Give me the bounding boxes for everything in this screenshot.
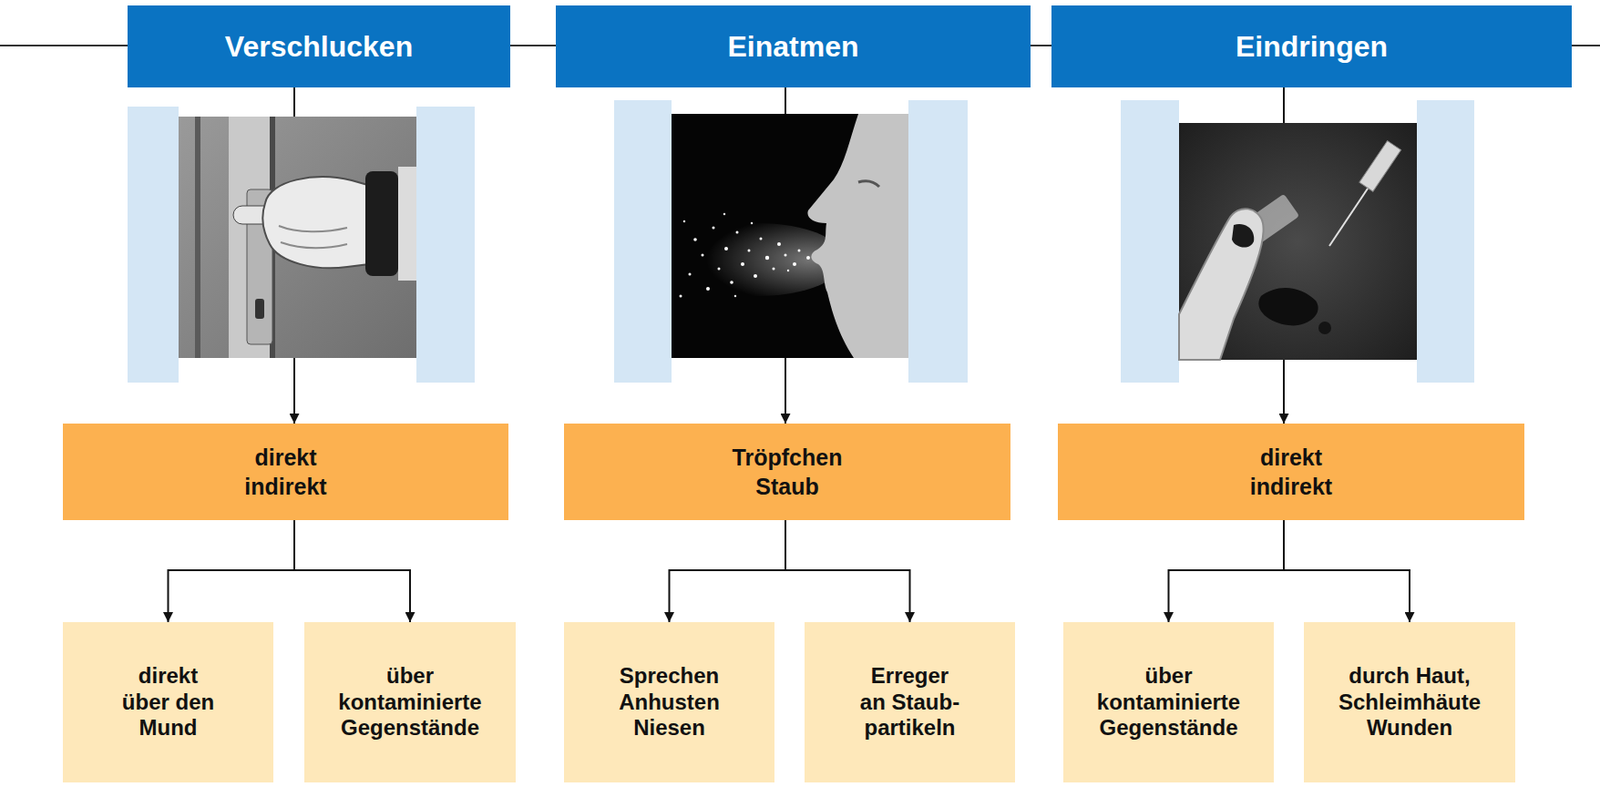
droplet [679, 295, 683, 298]
connector-arrow [1283, 520, 1410, 623]
droplet [729, 280, 734, 285]
droplet [748, 249, 751, 253]
side-band [127, 106, 179, 383]
photo-ground [178, 116, 417, 359]
droplet [717, 267, 721, 271]
droplet [792, 262, 797, 267]
sneeze-photo [671, 113, 909, 359]
category-header: Einatmen [555, 5, 1031, 88]
node-text: Sprechen Anhusten Niesen [612, 663, 727, 742]
mode-box: TröpfchenStaub [564, 423, 1011, 521]
blood-spot [1258, 287, 1318, 326]
arm [398, 166, 417, 281]
door-edge [194, 116, 201, 359]
door-handle-photo [178, 116, 417, 359]
mode-box: direktindirekt [1057, 423, 1525, 521]
droplet [724, 246, 729, 251]
syringe-barrel [1359, 141, 1402, 193]
side-band [1416, 100, 1475, 383]
droplet [701, 254, 705, 257]
side-band [1120, 100, 1180, 383]
photo-ground [671, 113, 909, 359]
node-text: direkt [1260, 442, 1323, 473]
connector-arrow [1169, 520, 1285, 623]
mode-box: direktindirekt [62, 423, 509, 521]
node-text: Verschlucken [225, 29, 413, 64]
blood-on-finger [1231, 224, 1254, 248]
droplet [798, 249, 801, 253]
eye [858, 181, 880, 187]
route-box: Sprechen Anhusten Niesen [564, 622, 775, 783]
route-box: direkt über den Mund [62, 622, 274, 783]
finger [1179, 208, 1264, 360]
droplets [679, 213, 811, 298]
route-box: über kontaminierte Gegenstände [304, 622, 516, 783]
category-header: Verschlucken [127, 5, 511, 88]
droplet [806, 256, 811, 260]
node-text: indirekt [244, 471, 327, 503]
side-band [614, 100, 672, 383]
face-profile [807, 113, 909, 359]
photo-ground [1179, 123, 1417, 360]
side-band [416, 106, 475, 383]
droplet [753, 274, 758, 278]
droplet [784, 254, 788, 257]
droplet [712, 226, 716, 230]
droplet [683, 220, 686, 223]
blood-drop [1318, 321, 1332, 335]
node-text: Staub [755, 471, 819, 503]
needle-photo [1179, 123, 1417, 360]
wrist-watch [365, 171, 399, 277]
droplet [750, 222, 753, 225]
droplet [740, 262, 745, 267]
node-text: direkt [254, 442, 317, 473]
connector-arrow [168, 520, 296, 623]
node-text: Erreger an Staub- partikeln [858, 663, 963, 742]
node-text: direkt über den Mund [117, 663, 220, 742]
droplet [688, 273, 692, 277]
node-text: über kontaminierte Gegenstände [1087, 663, 1252, 742]
node-text: indirekt [1250, 471, 1333, 503]
droplet [787, 269, 790, 272]
node-text: Tröpfchen [732, 442, 843, 473]
category-header: Eindringen [1051, 5, 1572, 88]
droplet [765, 256, 770, 260]
droplet [772, 267, 776, 271]
route-box: durch Haut, Schleimhäute Wunden [1303, 622, 1516, 783]
droplet [736, 231, 739, 235]
node-text: über kontaminierte Gegenstände [328, 663, 493, 742]
droplet [777, 242, 781, 247]
node-text: Eindringen [1235, 29, 1388, 64]
route-box: Erreger an Staub- partikeln [804, 622, 1016, 783]
connector-arrow [294, 520, 411, 623]
connector-arrow [785, 520, 911, 623]
droplet [693, 237, 698, 242]
droplet [706, 287, 710, 291]
connector-arrow [669, 520, 787, 623]
keyhole [255, 298, 265, 319]
node-text: Einatmen [727, 29, 859, 64]
finger-line [278, 225, 348, 248]
side-band [908, 100, 968, 383]
node-text: durch Haut, Schleimhäute Wunden [1318, 663, 1501, 742]
route-box: über kontaminierte Gegenstände [1063, 622, 1274, 783]
droplet [723, 213, 726, 216]
droplet [734, 295, 737, 298]
droplet [759, 237, 763, 241]
